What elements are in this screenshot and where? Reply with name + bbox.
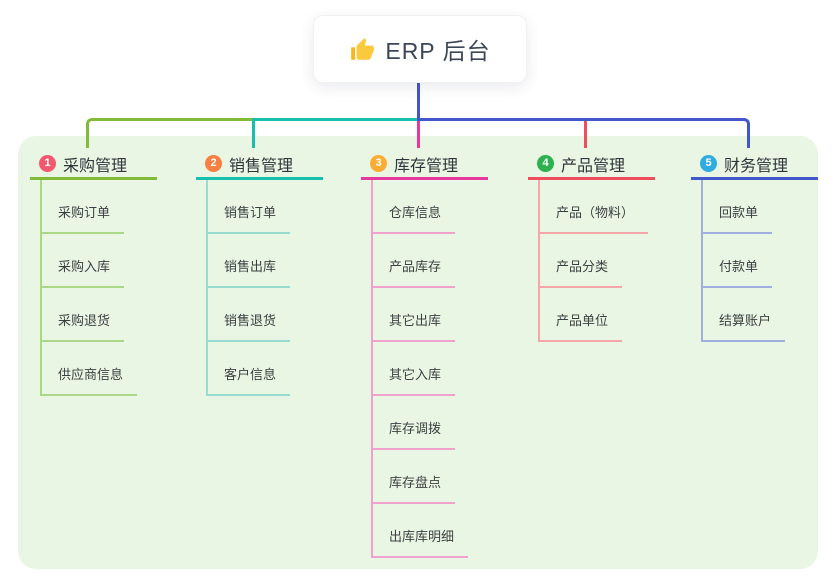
branch-column-5: 5 财务管理回款单付款单结算账户 xyxy=(691,150,818,342)
branches-panel xyxy=(18,136,818,569)
child-label: 客户信息 xyxy=(208,364,291,396)
child-label: 销售出库 xyxy=(208,256,291,288)
branch-badge: 1 xyxy=(39,155,56,172)
child-node[interactable]: 回款单 xyxy=(703,180,818,234)
child-node[interactable]: 付款单 xyxy=(703,234,818,288)
branch-drop-line-2 xyxy=(252,118,255,148)
child-label: 付款单 xyxy=(703,256,773,288)
connector-bus-right xyxy=(417,118,750,148)
child-label: 采购订单 xyxy=(42,202,125,234)
child-label: 库存盘点 xyxy=(373,472,456,504)
branch-badge: 5 xyxy=(700,155,717,172)
child-node[interactable]: 产品库存 xyxy=(373,234,488,288)
child-node[interactable]: 销售出库 xyxy=(208,234,323,288)
root-title: ERP 后台 xyxy=(385,38,491,64)
child-label: 其它入库 xyxy=(373,364,456,396)
branch-column-2: 2 销售管理销售订单销售出库销售退货客户信息 xyxy=(196,150,323,396)
child-label: 产品分类 xyxy=(540,256,623,288)
child-label: 产品库存 xyxy=(373,256,456,288)
child-label: 产品单位 xyxy=(540,310,623,342)
child-node[interactable]: 采购入库 xyxy=(42,234,157,288)
branch-badge: 3 xyxy=(370,155,387,172)
branch-children: 销售订单销售出库销售退货客户信息 xyxy=(206,180,323,396)
branch-label: 产品管理 xyxy=(561,157,626,175)
child-node[interactable]: 出库库明细 xyxy=(373,504,488,558)
branch-children: 产品（物料） 产品分类产品单位 xyxy=(538,180,655,342)
child-label: 销售退货 xyxy=(208,310,291,342)
child-label: 出库库明细 xyxy=(373,526,469,558)
child-node[interactable]: 产品（物料） xyxy=(540,180,655,234)
branch-label: 财务管理 xyxy=(724,157,789,175)
child-label: 仓库信息 xyxy=(373,202,456,234)
branch-badge: 2 xyxy=(205,155,222,172)
child-node[interactable]: 其它出库 xyxy=(373,288,488,342)
root-node[interactable]: ERP 后台 xyxy=(313,15,527,83)
child-node[interactable]: 采购订单 xyxy=(42,180,157,234)
child-node[interactable]: 客户信息 xyxy=(208,342,323,396)
connector-bus-left xyxy=(86,118,255,148)
child-label: 结算账户 xyxy=(703,310,786,342)
branch-badge: 4 xyxy=(537,155,554,172)
child-node[interactable]: 销售退货 xyxy=(208,288,323,342)
child-label: 库存调拨 xyxy=(373,418,456,450)
branch-drop-line-3 xyxy=(417,121,420,148)
child-node[interactable]: 采购退货 xyxy=(42,288,157,342)
branch-label: 库存管理 xyxy=(394,157,459,175)
child-node[interactable]: 产品单位 xyxy=(540,288,655,342)
branch-column-1: 1 采购管理采购订单采购入库采购退货供应商信息 xyxy=(30,150,157,396)
branch-children: 仓库信息产品库存其它出库其它入库库存调拨库存盘点出库库明细 xyxy=(371,180,488,558)
branch-column-3: 3 库存管理仓库信息产品库存其它出库其它入库库存调拨库存盘点出库库明细 xyxy=(361,150,488,558)
branch-header[interactable]: 4 产品管理 xyxy=(528,150,655,180)
child-node[interactable]: 产品分类 xyxy=(540,234,655,288)
branch-drop-line-4 xyxy=(584,121,587,148)
child-node[interactable]: 其它入库 xyxy=(373,342,488,396)
branch-header[interactable]: 5 财务管理 xyxy=(691,150,818,180)
child-node[interactable]: 库存盘点 xyxy=(373,450,488,504)
branch-children: 采购订单采购入库采购退货供应商信息 xyxy=(40,180,157,396)
child-label: 回款单 xyxy=(703,202,773,234)
branch-label: 采购管理 xyxy=(63,157,128,175)
child-node[interactable]: 结算账户 xyxy=(703,288,818,342)
child-label: 采购入库 xyxy=(42,256,125,288)
child-node[interactable]: 库存调拨 xyxy=(373,396,488,450)
child-label: 供应商信息 xyxy=(42,364,138,396)
connector-bus-middle xyxy=(252,118,420,121)
branch-header[interactable]: 3 库存管理 xyxy=(361,150,488,180)
child-node[interactable]: 仓库信息 xyxy=(373,180,488,234)
branch-children: 回款单付款单结算账户 xyxy=(701,180,818,342)
child-label: 其它出库 xyxy=(373,310,456,342)
branch-column-4: 4 产品管理产品（物料） 产品分类产品单位 xyxy=(528,150,655,342)
branch-label: 销售管理 xyxy=(229,157,294,175)
child-node[interactable]: 供应商信息 xyxy=(42,342,157,396)
branch-header[interactable]: 2 销售管理 xyxy=(196,150,323,180)
root-stem-line xyxy=(417,83,420,119)
child-node[interactable]: 销售订单 xyxy=(208,180,323,234)
thumbs-up-icon xyxy=(351,38,375,60)
branch-header[interactable]: 1 采购管理 xyxy=(30,150,157,180)
child-label: 销售订单 xyxy=(208,202,291,234)
child-label: 采购退货 xyxy=(42,310,125,342)
child-label: 产品（物料） xyxy=(540,202,649,234)
